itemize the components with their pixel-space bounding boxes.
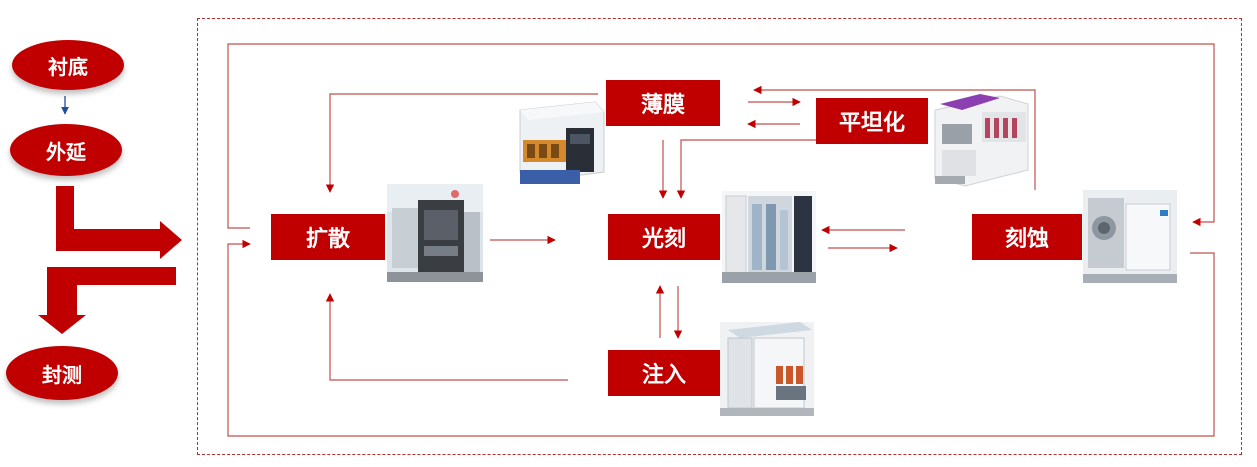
etch-tool-image — [1083, 190, 1177, 283]
diffusion-label: 扩散 — [305, 227, 350, 252]
implantation-box: 注入 — [608, 350, 720, 396]
lithography-scanner-image — [722, 191, 816, 283]
fab-process-frame — [197, 18, 1242, 455]
diffusion-box: 扩散 — [271, 214, 385, 260]
thin-film-deposition-tool-image — [519, 101, 605, 184]
implantation-label: 注入 — [641, 363, 686, 388]
etching-label: 刻蚀 — [1004, 227, 1049, 252]
cmp-planarization-tool-image — [934, 94, 1029, 187]
epitaxy-to-fab-arrow — [56, 186, 182, 259]
package-test-node: 封测 — [6, 346, 118, 400]
etching-box: 刻蚀 — [972, 214, 1082, 260]
thin-film-label: 薄膜 — [640, 93, 685, 118]
thin-film-box: 薄膜 — [606, 80, 720, 126]
outer-loop-lines — [227, 43, 1215, 437]
substrate-node: 衬底 — [12, 40, 124, 90]
package-test-label: 封测 — [42, 362, 82, 387]
substrate-label: 衬底 — [48, 54, 88, 79]
fab-to-package-arrow — [38, 267, 176, 334]
planarization-label: 平坦化 — [838, 111, 905, 136]
diffusion-furnace-image — [387, 184, 483, 282]
planarization-box: 平坦化 — [816, 98, 928, 144]
epitaxy-node: 外延 — [10, 124, 122, 176]
lithography-box: 光刻 — [608, 214, 720, 260]
lithography-label: 光刻 — [641, 227, 686, 252]
internal-flow-arrows — [325, 85, 1036, 381]
ion-implanter-image — [720, 322, 814, 416]
epitaxy-label: 外延 — [46, 139, 86, 164]
